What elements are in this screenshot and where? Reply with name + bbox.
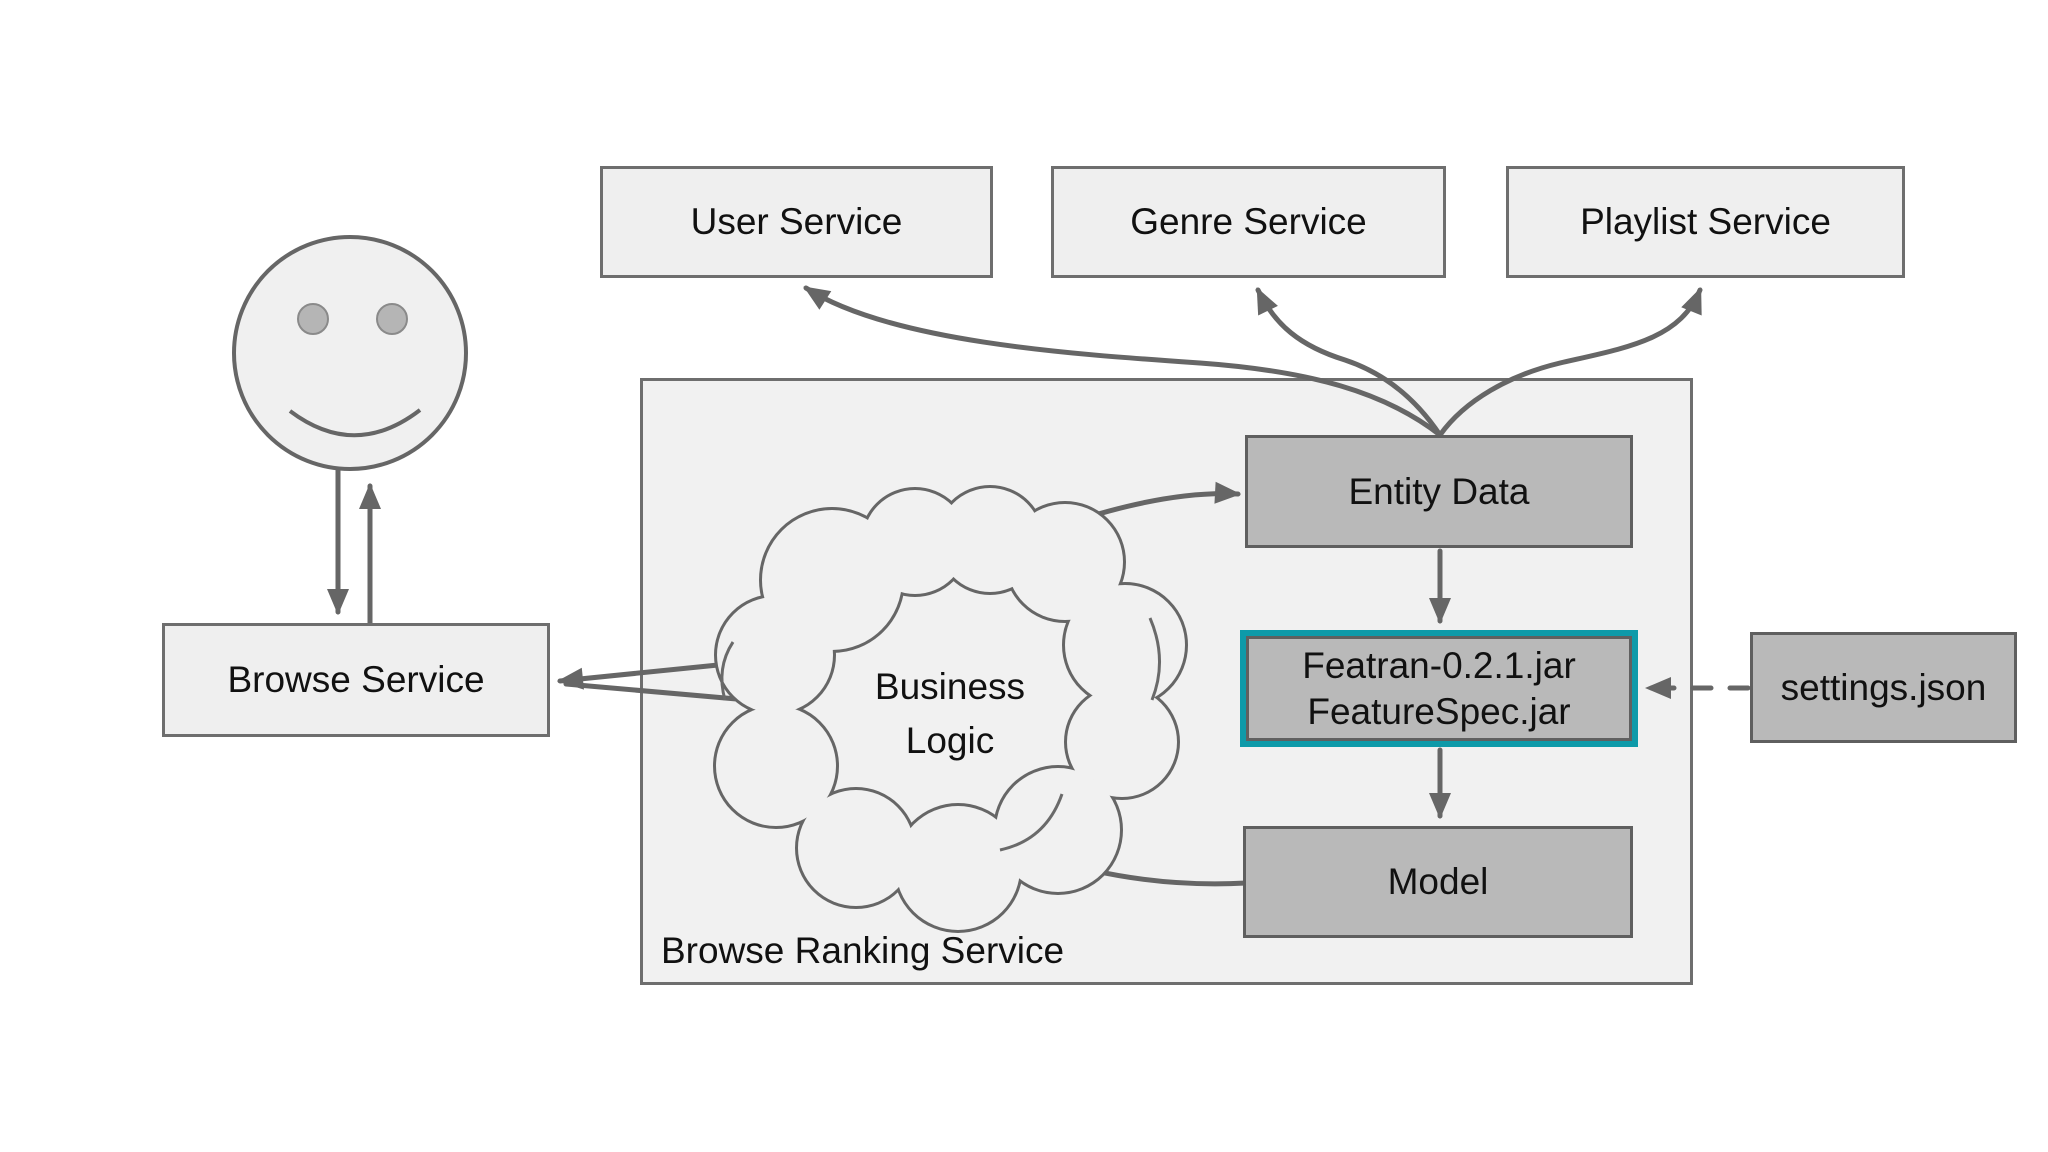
business-logic-label: Business Logic xyxy=(800,660,1100,768)
container-label: Browse Ranking Service xyxy=(661,930,1065,971)
left-eye xyxy=(297,303,329,335)
node-entity-data: Entity Data xyxy=(1245,435,1633,548)
node-label: Browse Service xyxy=(227,659,485,700)
node-label-line1: Featran-0.2.1.jar xyxy=(1302,644,1576,686)
node-label: Playlist Service xyxy=(1580,201,1831,242)
node-genre-service: Genre Service xyxy=(1051,166,1446,278)
node-model: Model xyxy=(1243,826,1633,938)
node-browse-service: Browse Service xyxy=(162,623,550,737)
node-label: Model xyxy=(1387,861,1489,902)
node-label: User Service xyxy=(690,201,903,242)
business-logic-line2: Logic xyxy=(905,720,995,761)
node-label: Entity Data xyxy=(1348,470,1530,512)
business-logic-line1: Business xyxy=(874,666,1026,707)
node-user-service: User Service xyxy=(600,166,993,278)
right-eye xyxy=(376,303,408,335)
smile xyxy=(288,408,422,438)
node-label-line2: FeatureSpec.jar xyxy=(1307,690,1571,732)
user-face-icon xyxy=(232,235,468,471)
node-featran-jars: Featran-0.2.1.jar FeatureSpec.jar xyxy=(1240,630,1638,747)
node-label: settings.json xyxy=(1780,666,1987,708)
node-settings-json: settings.json xyxy=(1750,632,2017,743)
node-playlist-service: Playlist Service xyxy=(1506,166,1905,278)
node-label: Genre Service xyxy=(1130,201,1367,242)
